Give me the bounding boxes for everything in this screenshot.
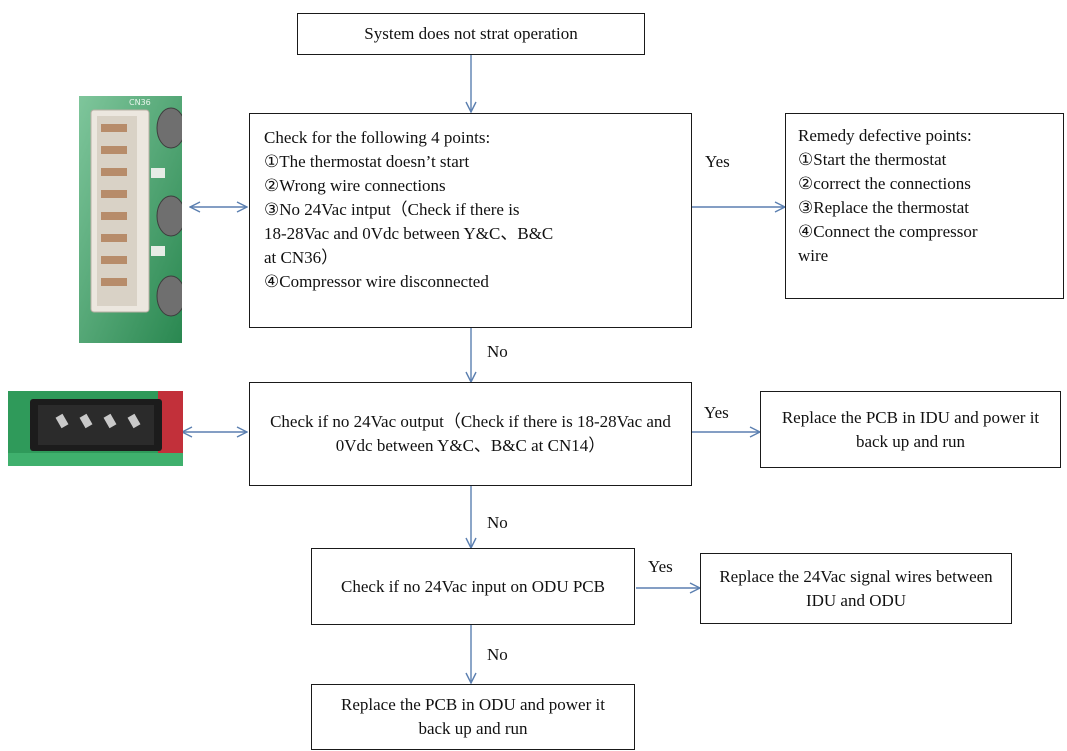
label-no-3: No [487, 645, 508, 664]
check-output-box: Check if no 24Vac output（Check if there … [249, 382, 692, 486]
replace-odu-text: Replace the PCB in ODU and power it back… [341, 695, 605, 738]
label-yes-3: Yes [648, 557, 673, 576]
check-input-box: Check if no 24Vac input on ODU PCB [311, 548, 635, 625]
remedy-box: Remedy defective points: ①Start the ther… [785, 113, 1064, 299]
start-text: System does not strat operation [364, 24, 578, 43]
replace-wires-box: Replace the 24Vac signal wires between I… [700, 553, 1012, 624]
replace-wires-text: Replace the 24Vac signal wires between I… [719, 566, 993, 610]
check-four-points-box: Check for the following 4 points: ①The t… [249, 113, 692, 328]
check4-line-5: 18-28Vac and 0Vdc between Y&C、B&C [264, 224, 554, 243]
remedy-line-4: ③Replace the thermostat [798, 198, 970, 217]
remedy-line-1: Remedy defective points: [798, 126, 972, 145]
check4-line-7: ④Compressor wire disconnected [264, 272, 489, 291]
label-yes-1: Yes [705, 152, 730, 171]
label-no-1: No [487, 342, 508, 361]
connector-cn36-photo: CN36 [79, 96, 182, 343]
remedy-line-3: ②correct the connections [798, 174, 971, 193]
check4-line-2: ①The thermostat doesn’t start [264, 152, 470, 171]
check4-line-6: at CN36） [264, 248, 339, 267]
check4-line-3: ②Wrong wire connections [264, 176, 446, 195]
label-no-2: No [487, 513, 508, 532]
label-yes-2: Yes [704, 403, 729, 422]
remedy-line-2: ①Start the thermostat [798, 150, 947, 169]
remedy-line-5: ④Connect the compressor [798, 222, 978, 241]
replace-idu-box: Replace the PCB in IDU and power it back… [760, 391, 1061, 468]
check4-line-4: ③No 24Vac intput（Check if there is [264, 200, 520, 219]
check-input-text: Check if no 24Vac input on ODU PCB [341, 576, 605, 596]
check4-line-1: Check for the following 4 points: [264, 128, 491, 147]
remedy-line-6: wire [798, 246, 829, 265]
start-box: System does not strat operation [297, 13, 645, 55]
svg-text:CN36: CN36 [129, 98, 151, 107]
replace-idu-text: Replace the PCB in IDU and power it back… [781, 407, 1040, 451]
connector-cn14-photo [8, 391, 183, 466]
check-output-text: Check if no 24Vac output（Check if there … [270, 412, 671, 455]
replace-odu-box: Replace the PCB in ODU and power it back… [311, 684, 635, 750]
